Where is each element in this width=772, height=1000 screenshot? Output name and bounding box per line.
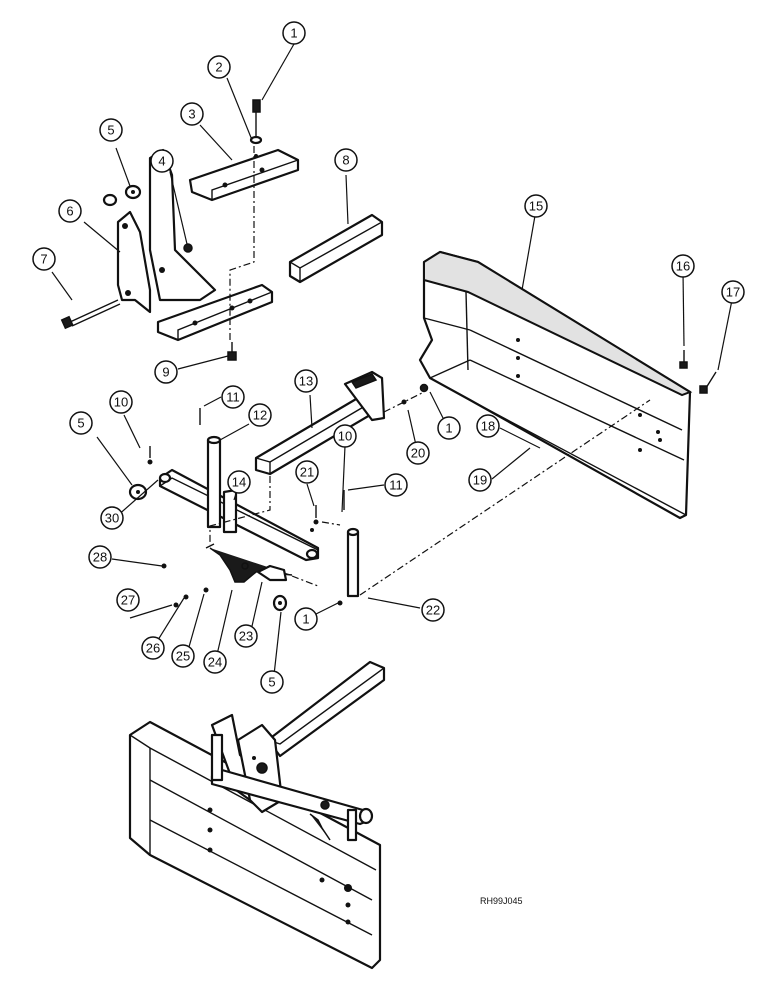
svg-text:26: 26: [146, 641, 160, 656]
svg-text:2: 2: [215, 60, 222, 75]
svg-text:16: 16: [676, 259, 690, 274]
svg-text:27: 27: [121, 593, 135, 608]
svg-text:5: 5: [77, 416, 84, 431]
callout-15: 15: [524, 194, 548, 218]
callout-23: 23: [234, 624, 258, 648]
callout-1: 1: [282, 21, 306, 45]
bottom-channel: [156, 283, 274, 342]
callout-11: 11: [384, 473, 408, 497]
callout-28: 28: [88, 545, 112, 569]
callout-9: 9: [154, 360, 178, 384]
pin: [206, 435, 222, 529]
svg-text:20: 20: [411, 446, 425, 461]
callout-4: 4: [150, 149, 174, 173]
svg-text:21: 21: [300, 465, 314, 480]
callout-2: 2: [207, 55, 231, 79]
svg-text:19: 19: [473, 473, 487, 488]
svg-text:13: 13: [299, 374, 313, 389]
svg-text:10: 10: [338, 429, 352, 444]
callout-7: 7: [32, 247, 56, 271]
svg-text:9: 9: [162, 365, 169, 380]
callout-24: 24: [203, 650, 227, 674]
callout-10: 10: [109, 390, 133, 414]
svg-text:3: 3: [188, 107, 195, 122]
svg-text:6: 6: [66, 204, 73, 219]
svg-text:28: 28: [93, 550, 107, 565]
callout-27: 27: [116, 588, 140, 612]
callout-1: 1: [294, 607, 318, 631]
callout-16: 16: [671, 254, 695, 278]
figure-reference-code: RH99J045: [480, 896, 523, 906]
svg-text:23: 23: [239, 629, 253, 644]
assembled-blade-view: [128, 660, 386, 970]
callout-12: 12: [248, 403, 272, 427]
callout-3: 3: [180, 102, 204, 126]
bolt: [60, 299, 121, 330]
callout-11: 11: [221, 385, 245, 409]
callout-25: 25: [171, 644, 195, 668]
pin: [346, 527, 360, 598]
svg-text:10: 10: [114, 395, 128, 410]
callout-10: 10: [333, 424, 357, 448]
nut: [183, 243, 193, 253]
svg-text:5: 5: [268, 675, 275, 690]
svg-text:30: 30: [105, 511, 119, 526]
callout-30: 30: [100, 506, 124, 530]
svg-text:7: 7: [40, 252, 47, 267]
mounting-bracket-assembly: [60, 99, 300, 361]
svg-text:22: 22: [426, 603, 440, 618]
callout-13: 13: [294, 369, 318, 393]
svg-text:18: 18: [481, 419, 495, 434]
square-tube: [288, 213, 384, 284]
svg-text:11: 11: [389, 478, 403, 493]
callout-18: 18: [476, 414, 500, 438]
svg-text:8: 8: [342, 153, 349, 168]
callout-22: 22: [421, 598, 445, 622]
pivot-frame: [254, 370, 429, 476]
callout-1: 1: [437, 416, 461, 440]
svg-text:12: 12: [253, 408, 267, 423]
spacer: [222, 488, 238, 534]
svg-text:17: 17: [726, 285, 740, 300]
leader-lines: [51, 43, 734, 676]
callout-21: 21: [295, 460, 319, 484]
svg-text:15: 15: [529, 199, 543, 214]
svg-text:14: 14: [232, 475, 246, 490]
moldboard-blade: [418, 250, 717, 520]
cross-bar: [158, 468, 320, 562]
top-plate: [188, 148, 300, 202]
svg-text:25: 25: [176, 649, 190, 664]
svg-text:4: 4: [158, 154, 165, 169]
callout-20: 20: [406, 441, 430, 465]
chain-latch: [205, 543, 293, 583]
svg-text:24: 24: [208, 655, 222, 670]
svg-text:11: 11: [226, 390, 240, 405]
callout-8: 8: [334, 148, 358, 172]
callout-19: 19: [468, 468, 492, 492]
callout-17: 17: [721, 280, 745, 304]
callout-26: 26: [141, 636, 165, 660]
svg-text:5: 5: [107, 123, 114, 138]
svg-text:1: 1: [445, 421, 452, 436]
svg-text:1: 1: [302, 612, 309, 627]
callout-14: 14: [227, 470, 251, 494]
callout-5: 5: [99, 118, 123, 142]
callouts: 1 2 3 4 5 6 7 8 9 10 11 12 13 14 5 30 10…: [32, 21, 745, 694]
washer: [102, 193, 118, 207]
side-bracket: [116, 148, 217, 314]
callout-5: 5: [260, 670, 284, 694]
callout-6: 6: [58, 199, 82, 223]
callout-5: 5: [69, 411, 93, 435]
svg-text:1: 1: [290, 26, 297, 41]
